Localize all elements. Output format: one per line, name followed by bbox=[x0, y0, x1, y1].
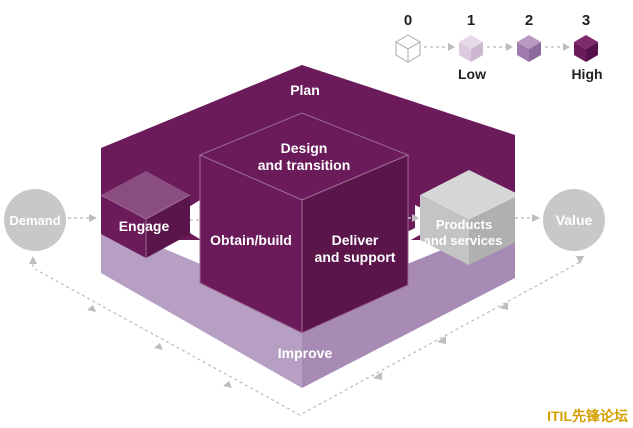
products-label-line1: Products bbox=[436, 217, 492, 232]
watermark: ITIL先锋论坛 bbox=[547, 408, 628, 424]
flow-connectors bbox=[68, 214, 540, 222]
products-label-line2: and services bbox=[424, 233, 503, 248]
legend-number-2: 2 bbox=[525, 12, 533, 29]
demand-circle bbox=[4, 189, 66, 251]
legend-cube-2-icon bbox=[517, 35, 541, 62]
legend-label-low: Low bbox=[458, 66, 486, 82]
improve-left-wall bbox=[101, 222, 302, 388]
legend-cube-1-icon bbox=[459, 35, 483, 62]
plan-label: Plan bbox=[290, 82, 320, 98]
design-label-line2: and transition bbox=[258, 157, 351, 173]
legend-arrows bbox=[424, 43, 570, 51]
central-cube bbox=[198, 112, 410, 334]
design-label-line1: Design bbox=[281, 140, 328, 156]
legend: 0 1 2 3 Low High bbox=[395, 12, 603, 82]
deliver-label-line2: and support bbox=[315, 249, 396, 265]
legend-cube-0-icon bbox=[395, 34, 421, 63]
legend-number-3: 3 bbox=[582, 12, 590, 29]
deliver-support-face bbox=[301, 154, 409, 334]
improve-label: Improve bbox=[278, 345, 333, 361]
legend-number-1: 1 bbox=[467, 12, 475, 29]
legend-number-0: 0 bbox=[404, 12, 412, 29]
value-circle bbox=[543, 189, 605, 251]
demand-label: Demand bbox=[9, 213, 60, 228]
improvement-loop bbox=[29, 254, 584, 416]
legend-label-high: High bbox=[571, 66, 602, 82]
engage-label: Engage bbox=[119, 218, 170, 234]
value-label: Value bbox=[556, 212, 593, 228]
products-cube bbox=[420, 170, 515, 265]
legend-cube-3-icon bbox=[574, 35, 598, 62]
improve-right-wall bbox=[302, 220, 515, 388]
engage-cube bbox=[100, 171, 191, 258]
obtain-build-label: Obtain/build bbox=[210, 232, 292, 248]
deliver-label-line1: Deliver bbox=[332, 232, 379, 248]
